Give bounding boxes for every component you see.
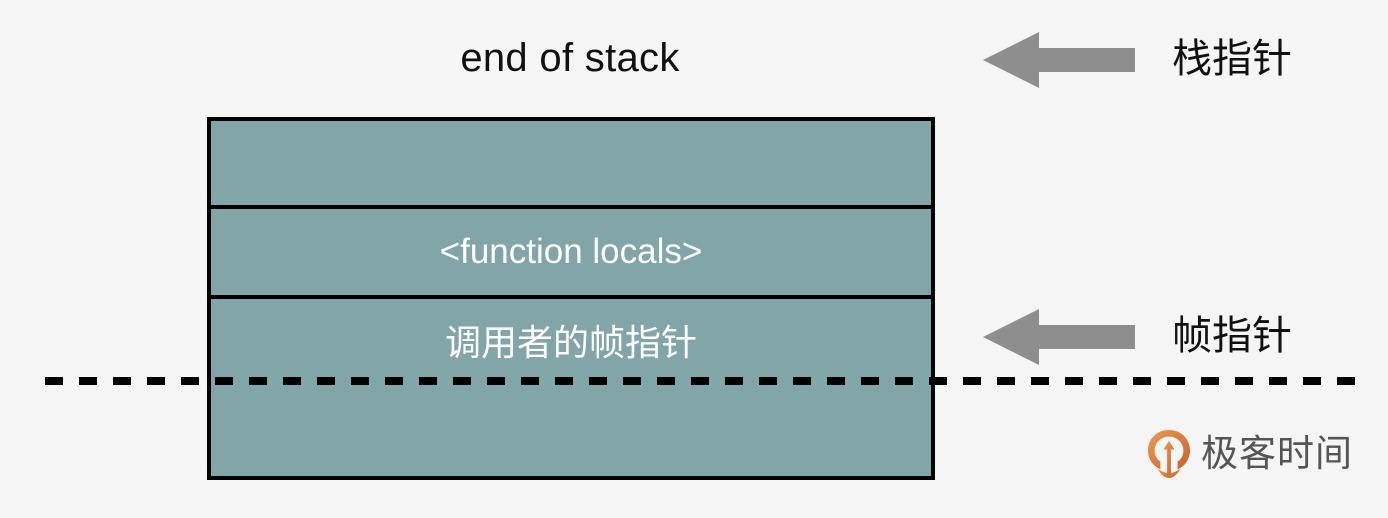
stack-row-function-locals: <function locals> [211, 205, 931, 295]
stack-diagram: <function locals> 调用者的帧指针 [207, 117, 935, 480]
watermark: 极客时间 [1146, 428, 1353, 480]
stack-pointer-arrow-icon [983, 32, 1135, 88]
stack-pointer-label: 栈指针 [1172, 37, 1292, 81]
page-title: end of stack [460, 36, 680, 80]
stack-row-callers-frame-pointer: 调用者的帧指针 [211, 295, 931, 381]
stack-row-label: <function locals> [439, 232, 703, 271]
stack-row-label: 调用者的帧指针 [444, 322, 697, 363]
stack-row-empty-bottom [211, 381, 931, 476]
stack-row-empty-top [211, 121, 931, 205]
frame-pointer-label: 帧指针 [1172, 314, 1292, 358]
frame-boundary-dashed-line [45, 377, 1367, 385]
watermark-text: 极客时间 [1201, 433, 1353, 474]
frame-pointer-arrow-icon [983, 309, 1135, 365]
geektime-logo-icon [1146, 428, 1192, 480]
